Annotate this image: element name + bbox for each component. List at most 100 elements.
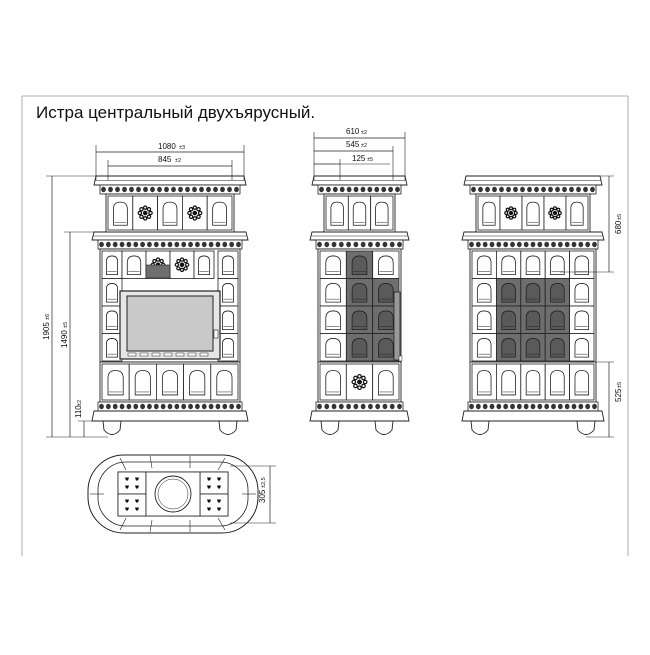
frieze-mark bbox=[208, 241, 214, 248]
frieze-mark bbox=[368, 241, 373, 248]
tile-arch bbox=[476, 283, 492, 303]
tile-arch bbox=[106, 255, 118, 276]
frieze-mark bbox=[150, 186, 155, 193]
frieze-mark bbox=[143, 186, 148, 193]
frieze-mark bbox=[510, 403, 515, 410]
rosette-petal bbox=[179, 267, 185, 273]
rosette-petal bbox=[179, 257, 185, 262]
rosette-petal bbox=[192, 205, 198, 210]
rosette-petal bbox=[512, 207, 517, 212]
tile-arch bbox=[161, 370, 179, 396]
plan-ornament bbox=[125, 507, 129, 511]
dim-side-inner-value: 545 bbox=[346, 140, 360, 149]
frieze-mark bbox=[548, 186, 553, 193]
frieze-mark bbox=[382, 403, 388, 410]
frieze-mark bbox=[499, 186, 504, 193]
tile-arch bbox=[189, 370, 206, 396]
frieze-mark bbox=[108, 186, 113, 193]
foot bbox=[102, 420, 122, 435]
tile-arch bbox=[550, 283, 565, 303]
tile-arch bbox=[378, 283, 394, 303]
frieze-mark bbox=[199, 186, 204, 193]
tile-arch bbox=[351, 255, 368, 276]
frieze-mark bbox=[185, 186, 190, 193]
frieze-mark bbox=[140, 241, 146, 248]
frieze-mark bbox=[571, 241, 577, 248]
frieze-mark bbox=[564, 403, 570, 410]
door-handle bbox=[213, 329, 219, 339]
frieze-mark bbox=[576, 186, 581, 193]
dim-base-height-value: 525 bbox=[614, 388, 623, 402]
frieze-mark bbox=[136, 186, 141, 193]
frieze-mark bbox=[482, 403, 488, 410]
rosette-petal bbox=[556, 214, 561, 219]
tile-arch bbox=[574, 310, 590, 331]
tile-arch bbox=[330, 201, 344, 226]
rosette-petal bbox=[152, 258, 157, 264]
dimension-leg-height: 110 ±2 bbox=[74, 400, 100, 437]
frieze-mark bbox=[122, 186, 127, 193]
rosette-petal bbox=[176, 266, 181, 271]
frieze-mark bbox=[215, 241, 221, 248]
tile-arch bbox=[525, 338, 541, 358]
frieze-mark bbox=[590, 186, 595, 193]
rosette-petal bbox=[512, 214, 517, 219]
frieze-mark bbox=[557, 403, 563, 410]
dim-lower-height-value: 1490 bbox=[60, 330, 69, 348]
tile-arch bbox=[106, 338, 118, 358]
frieze-mark bbox=[208, 403, 214, 410]
plan-ornament bbox=[217, 477, 221, 481]
tile-arch bbox=[106, 283, 118, 303]
rosette-petal bbox=[176, 258, 181, 264]
tile-arch bbox=[222, 310, 234, 331]
frieze-mark bbox=[346, 186, 352, 193]
rosette-petal bbox=[192, 216, 198, 221]
dim-base-height-tol: ±5 bbox=[617, 382, 623, 388]
frieze-mark bbox=[469, 241, 474, 248]
frieze-mark bbox=[157, 186, 162, 193]
frieze-mark bbox=[482, 241, 488, 248]
frieze-mark bbox=[537, 241, 543, 248]
tile-arch bbox=[216, 370, 233, 396]
side-view bbox=[309, 175, 410, 435]
rosette-center bbox=[142, 210, 148, 216]
frieze-mark bbox=[192, 186, 197, 193]
rosette-center bbox=[552, 210, 558, 216]
frieze-mark bbox=[332, 186, 338, 193]
foot bbox=[470, 420, 490, 435]
rosette-petal bbox=[159, 258, 164, 264]
frieze-mark bbox=[153, 403, 159, 410]
rosette-petal bbox=[146, 207, 152, 212]
frieze-mark bbox=[188, 241, 193, 248]
tile-arch bbox=[212, 201, 227, 226]
rosette-center bbox=[357, 379, 362, 385]
plan-ornament bbox=[125, 499, 129, 503]
rosette-petal bbox=[505, 207, 510, 212]
frieze-mark bbox=[324, 241, 330, 248]
frieze-mark bbox=[382, 241, 388, 248]
tile-arch bbox=[325, 283, 341, 303]
tile-arch bbox=[134, 370, 151, 396]
frieze-mark bbox=[510, 241, 515, 248]
dimension-front-inner: 845 ±2 bbox=[107, 155, 233, 180]
plan-ornament bbox=[135, 485, 139, 489]
plan-ornament bbox=[217, 507, 221, 511]
drawing-title: Истра центральный двухъярусный. bbox=[36, 103, 316, 122]
tile-arch bbox=[106, 310, 118, 331]
tile-arch bbox=[325, 338, 341, 358]
rosette-petal bbox=[357, 385, 362, 391]
tile-arch bbox=[574, 338, 590, 358]
frieze-mark bbox=[133, 241, 139, 248]
side-door-frame bbox=[393, 291, 401, 361]
frieze-mark bbox=[360, 186, 366, 193]
tile-arch bbox=[501, 370, 516, 396]
rosette-petal bbox=[146, 214, 152, 219]
tile-arch bbox=[501, 310, 516, 331]
dimension-plan-depth: 305 ±2,5 bbox=[230, 465, 276, 524]
side-handle bbox=[398, 355, 403, 362]
frieze-mark bbox=[469, 403, 474, 410]
frieze-mark bbox=[541, 186, 546, 193]
rosette-petal bbox=[552, 215, 558, 220]
